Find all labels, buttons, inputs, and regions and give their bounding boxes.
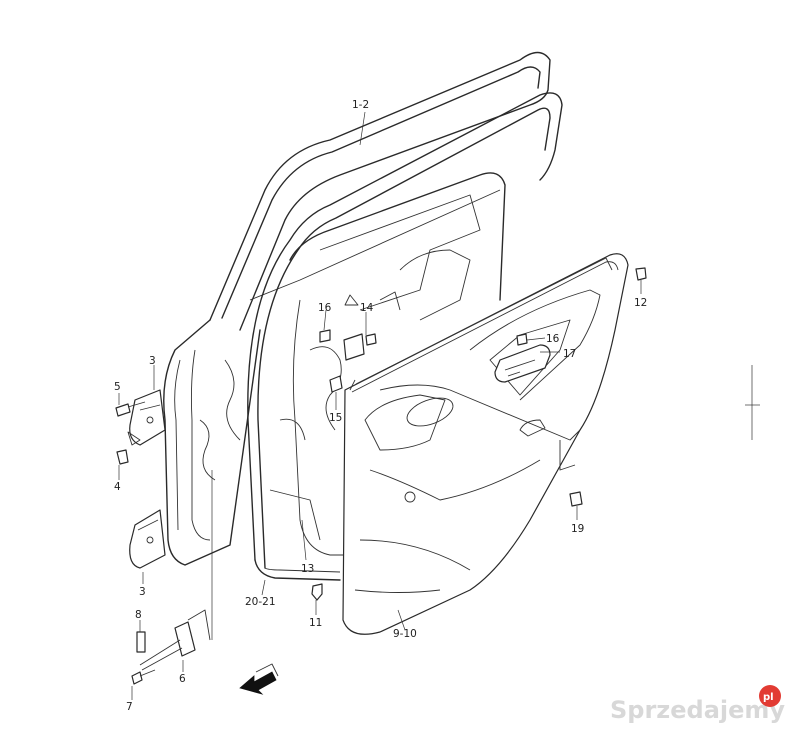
door-shell — [163, 51, 551, 566]
callout-1-2: 1-2 — [352, 99, 369, 111]
clip-12 — [635, 267, 647, 294]
callout-3-upper: 3 — [149, 355, 156, 367]
callout-labels: 1-2 3 5 4 3 8 6 7 16 14 15 13 20-21 11 9… — [114, 99, 647, 713]
callout-11: 11 — [309, 617, 322, 629]
callout-leaders — [118, 111, 560, 700]
lower-hinge — [129, 509, 166, 569]
bolt-8 — [136, 631, 146, 653]
callout-15: 15 — [329, 412, 342, 424]
weatherstrip — [247, 92, 563, 581]
watermark: Sprzedajemy pl — [610, 685, 785, 724]
watermark-tld: pl — [763, 692, 774, 703]
callout-17: 17 — [563, 348, 576, 360]
callout-19: 19 — [571, 523, 584, 535]
callout-16-left: 16 — [318, 302, 332, 314]
front-arrow-icon — [239, 663, 279, 695]
watermark-brand: Sprzedajemy — [610, 696, 785, 724]
inside-handle — [494, 344, 551, 383]
door-trim-panel — [342, 253, 629, 635]
callout-14: 14 — [360, 302, 374, 314]
callout-16-right: 16 — [546, 333, 560, 345]
callout-7: 7 — [126, 701, 133, 713]
margin-mark — [745, 365, 760, 440]
clip-11 — [311, 583, 323, 601]
callout-6: 6 — [179, 673, 186, 685]
callout-8: 8 — [135, 609, 142, 621]
callout-5: 5 — [114, 381, 121, 393]
callout-9-10: 9-10 — [393, 628, 417, 640]
callout-3-lower: 3 — [139, 586, 146, 598]
upper-hinge — [127, 389, 166, 446]
callout-4: 4 — [114, 481, 121, 493]
bolt-7 — [131, 669, 156, 685]
callout-20-21: 20-21 — [245, 596, 276, 608]
door-check-6 — [139, 470, 213, 671]
callout-13: 13 — [301, 563, 314, 575]
callout-12: 12 — [634, 297, 647, 309]
nut-4 — [116, 449, 129, 465]
screw-19 — [569, 491, 583, 520]
bolt-5 — [115, 401, 146, 417]
watermark-dot — [759, 685, 781, 707]
clips-14-15-16 — [319, 329, 528, 393]
